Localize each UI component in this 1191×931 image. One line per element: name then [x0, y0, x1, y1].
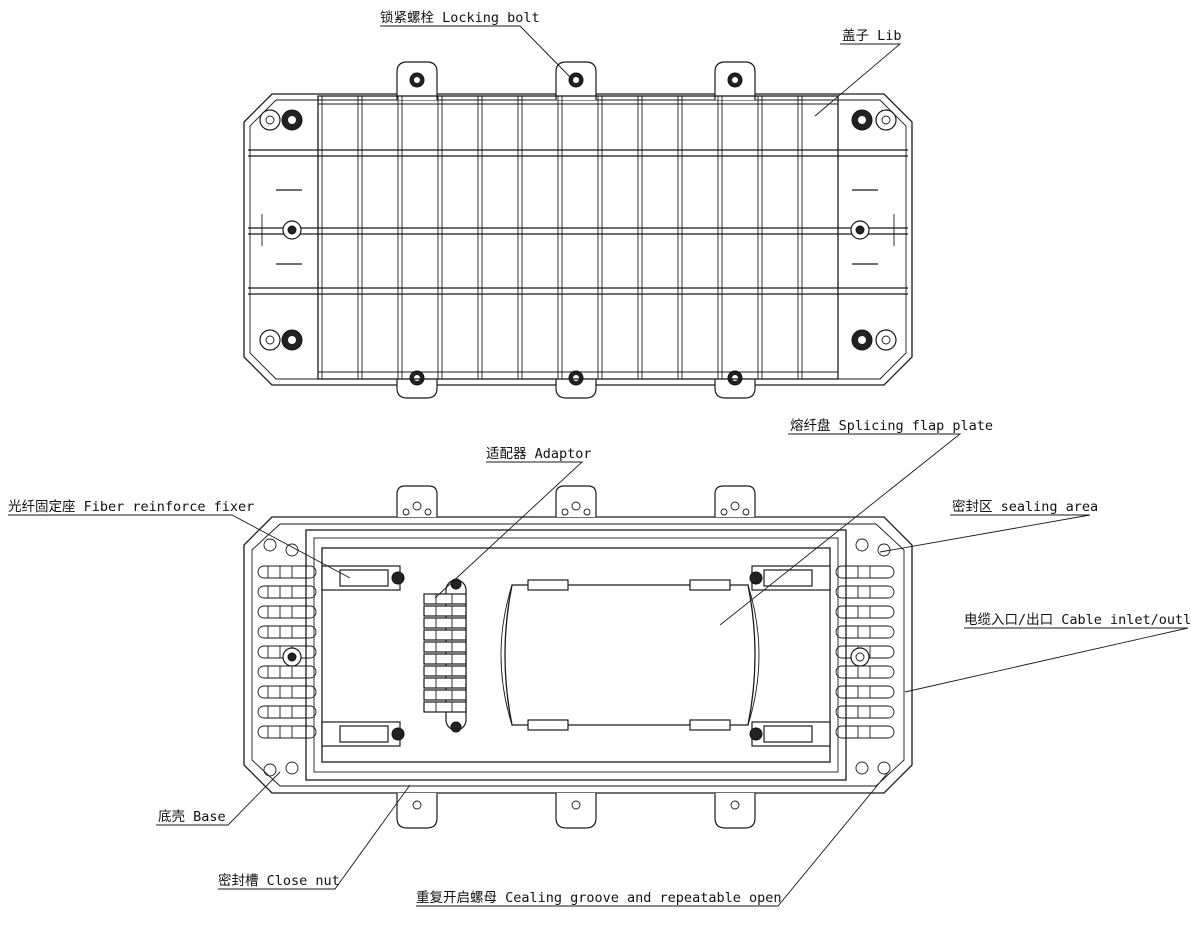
fiber-fixers [321, 565, 831, 747]
lid-ribs [317, 96, 803, 379]
base-tabs-top [396, 485, 756, 517]
label-base: 底壳 Base [158, 809, 226, 825]
cable-entry-right [835, 565, 895, 739]
lid-corner-bolts [259, 109, 897, 351]
label-fiber-reinforce-fixer: 光纤固定座 Fiber reinforce fixer [8, 499, 254, 515]
base-tabs-bottom [396, 793, 756, 829]
lid-tabs-top [396, 61, 756, 100]
label-splicing-flap-plate: 熔纤盘 Splicing flap plate [790, 417, 993, 434]
labels: 锁紧螺栓 Locking bolt 盖子 Lib 熔纤盘 Splicing fl… [8, 10, 1191, 906]
base-bottom-view [243, 485, 913, 829]
label-locking-bolt: 锁紧螺栓 Locking bolt [380, 10, 540, 26]
label-lib: 盖子 Lib [842, 28, 902, 44]
label-sealing-area: 密封区 sealing area [952, 498, 1098, 515]
lid-top-view [243, 61, 913, 399]
label-cable-inlet-outlet: 电缆入口/出口 Cable inlet/outlet [964, 612, 1191, 628]
label-cealing-groove: 重复开启螺母 Cealing groove and repeatable ope… [416, 889, 781, 906]
label-close-nut: 密封槽 Close nut [218, 872, 340, 889]
label-adaptor: 适配器 Adaptor [486, 446, 592, 462]
splicing-plate [500, 579, 760, 731]
leader-lines [8, 25, 1189, 907]
adaptor-block [423, 578, 467, 733]
